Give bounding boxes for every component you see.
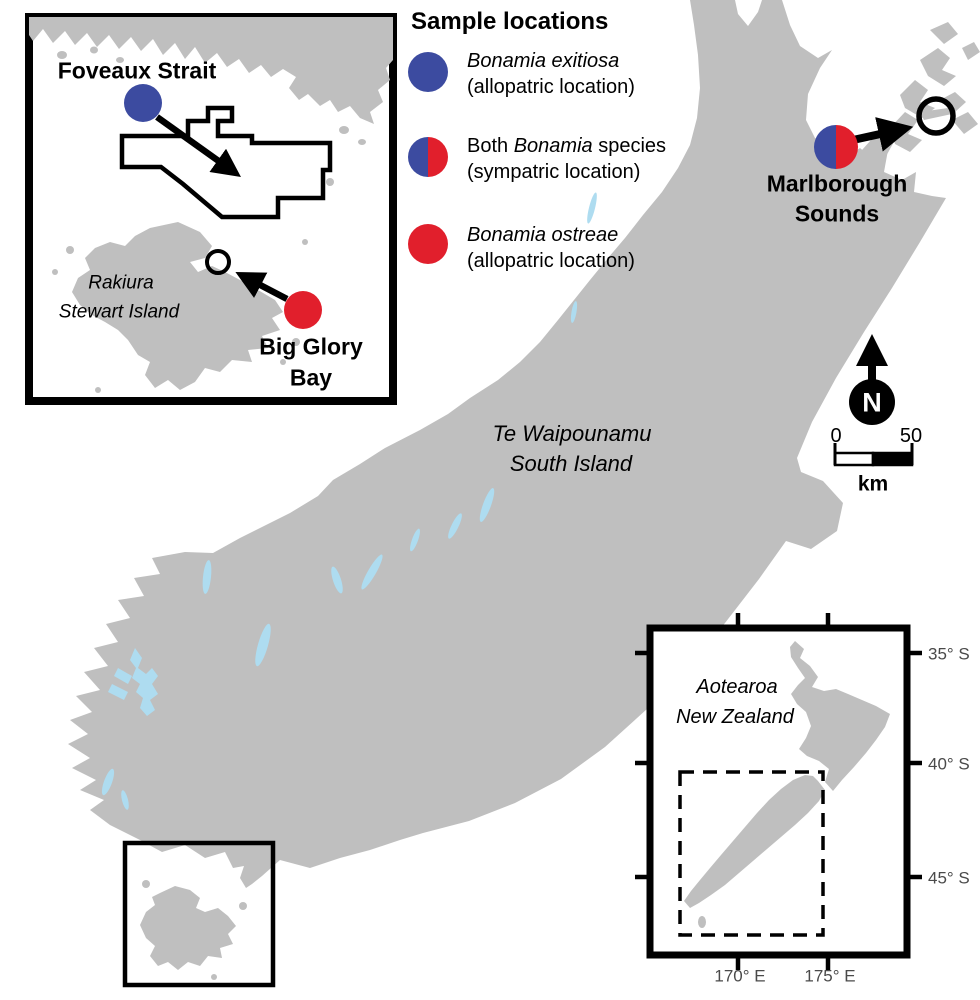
sympatric-marker-blue-half bbox=[814, 125, 836, 169]
marlborough-target-circle bbox=[916, 96, 956, 136]
rakiura-label-line1: Rakiura bbox=[88, 272, 154, 294]
legend-item-sympatric-name: Both Bonamia species bbox=[467, 135, 667, 157]
north-arrow bbox=[849, 334, 895, 425]
inset-north-island bbox=[790, 641, 890, 791]
legend-item-ostreae-qualifier: (allopatric location) bbox=[467, 250, 635, 272]
legend-marker-ostreae bbox=[408, 224, 448, 264]
south-island-label-line2: South Island bbox=[509, 451, 633, 476]
south-island-landmass bbox=[68, 0, 946, 888]
lat-label-35s: 35° S bbox=[928, 644, 970, 664]
lakes-group bbox=[101, 192, 597, 810]
study-area-dashed-box bbox=[678, 770, 825, 937]
lon-label-175e: 175° E bbox=[804, 966, 856, 986]
legend-item-exitiosa-name: Bonamia exitiosa bbox=[467, 50, 620, 72]
big-glory-label-line2: Bay bbox=[289, 364, 333, 391]
foveaux-marker bbox=[124, 84, 162, 122]
big-glory-target-circle bbox=[205, 249, 231, 275]
sympatric-marker-red-half bbox=[836, 125, 858, 169]
foveaux-strait-label: Foveaux Strait bbox=[57, 57, 217, 84]
stewart-island-main bbox=[140, 886, 236, 970]
inset-stewart bbox=[25, 13, 397, 405]
nz-label-line2: New Zealand bbox=[676, 706, 794, 728]
marlborough-label-line2: Sounds bbox=[794, 200, 880, 227]
scale-bar-start: 0 bbox=[830, 425, 842, 447]
legend-item-ostreae-name: Bonamia ostreae bbox=[467, 224, 619, 246]
big-glory-label-line1: Big Glory bbox=[259, 333, 363, 360]
inset-nz-ticks bbox=[635, 613, 922, 970]
big-glory-arrow bbox=[235, 272, 289, 302]
marlborough-arrow bbox=[852, 117, 914, 152]
inset-stewart-island bbox=[72, 222, 283, 390]
marlborough-label-line1: Marlborough bbox=[766, 170, 908, 197]
lon-label-170e: 170° E bbox=[714, 966, 766, 986]
lat-label-45s: 45° S bbox=[928, 868, 970, 888]
south-island-label-line1: Te Waipounamu bbox=[492, 421, 652, 446]
scale-bar-end: 50 bbox=[899, 425, 923, 447]
legend-marker-exitiosa bbox=[408, 52, 448, 92]
legend-item-exitiosa-qualifier: (allopatric location) bbox=[467, 76, 635, 98]
main-land-group bbox=[68, 0, 980, 980]
inset-nz-stewart bbox=[698, 916, 706, 928]
nz-label-line1: Aotearoa bbox=[696, 676, 778, 698]
foveaux-arrow bbox=[155, 114, 241, 177]
legend-title: Sample locations bbox=[411, 8, 609, 35]
stewart-extent-box bbox=[122, 840, 276, 988]
inset-mainland bbox=[29, 17, 393, 124]
inset-south-island bbox=[684, 775, 825, 908]
north-arrow-letter: N bbox=[862, 387, 882, 418]
big-glory-marker bbox=[284, 291, 322, 329]
marlborough-sounds-islands bbox=[862, 22, 980, 165]
scale-bar-unit: km bbox=[857, 472, 889, 496]
legend-item-sympatric-qualifier: (sympatric location) bbox=[467, 161, 641, 183]
lat-label-40s: 40° S bbox=[928, 754, 970, 774]
inset-nz bbox=[635, 613, 922, 970]
legend-marker-sympatric bbox=[408, 137, 448, 177]
rakiura-label-line2: Stewart Island bbox=[58, 301, 180, 323]
scale-bar bbox=[833, 443, 914, 467]
fishery-area-outline bbox=[119, 105, 333, 220]
marlborough-marker-group bbox=[814, 96, 956, 169]
